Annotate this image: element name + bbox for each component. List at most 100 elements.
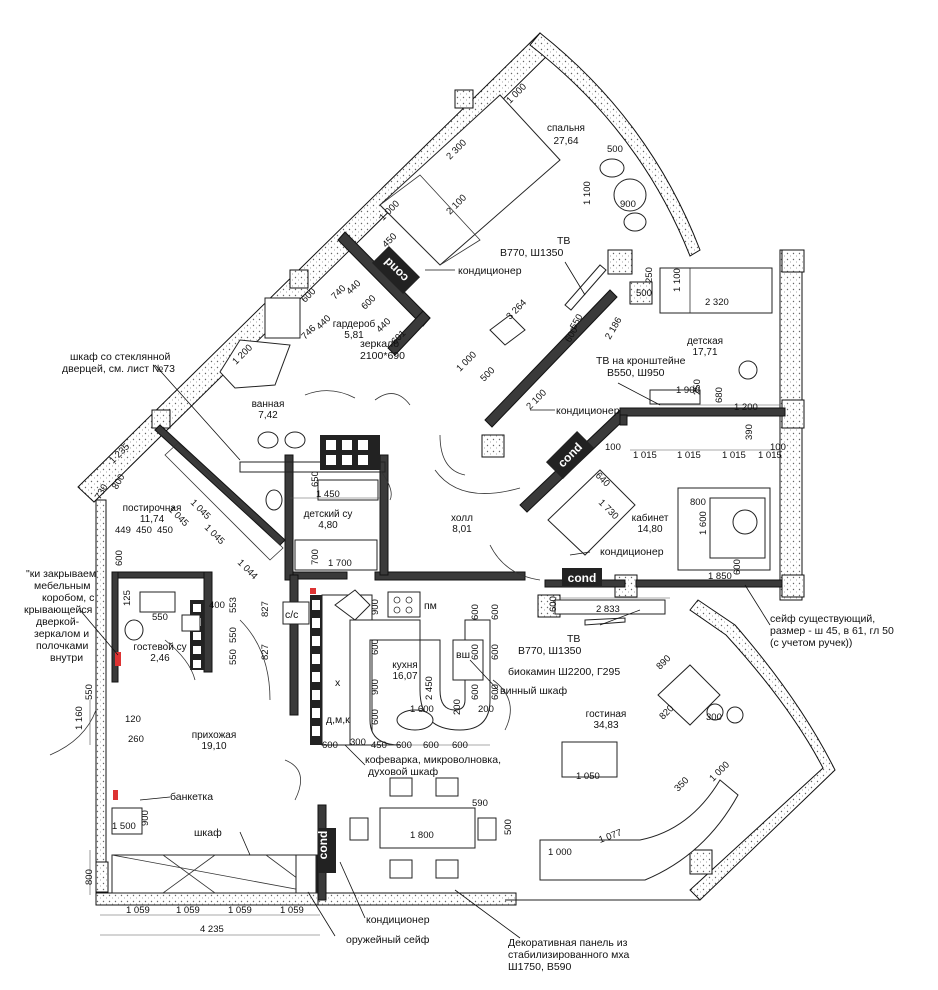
label-dims-d740: 740 [329, 283, 348, 302]
room-kidsbath-name: детский су [304, 509, 353, 520]
room-wardrobe-area: 5,81 [344, 330, 364, 341]
note-x: х [335, 677, 341, 689]
label-dims-d2100b: 2 100 [524, 388, 549, 413]
note-left-8: внутри [50, 652, 83, 664]
room-hall-name: холл [451, 513, 473, 524]
note-glass-cabinet-1: шкаф со стеклянной [70, 351, 171, 363]
label-dims-d600i: 600 [470, 604, 481, 620]
label-dims-d1044: 1 044 [235, 557, 260, 582]
room-living-area: 34,83 [593, 720, 618, 731]
label-dims-d900b: 900 [370, 599, 381, 615]
label-dims-d550b: 550 [152, 612, 168, 623]
label-dims-d100b: 100 [770, 442, 786, 453]
label-dims-d1600: 1 600 [698, 511, 709, 535]
note-tv3: ТВ [567, 633, 580, 645]
label-dims-d440: 440 [314, 313, 333, 332]
label-dims-d800a: 800 [690, 497, 706, 508]
label-dims-d450c: 450 [157, 525, 173, 536]
note-tv2: ТВ на кронштейне [596, 355, 686, 367]
label-dims-d125: 125 [122, 590, 133, 606]
note-coffee-1: кофеварка, микроволновка, [365, 754, 501, 766]
label-dims-d1015a: 1 015 [633, 450, 657, 461]
label-dims-d590: 590 [472, 798, 488, 809]
room-kitchen-name: кухня [392, 660, 417, 671]
label-dims-d100a: 100 [605, 442, 621, 453]
note-cond-2: кондиционер [556, 405, 620, 417]
label-dims-d3264: 3 264 [504, 298, 529, 323]
label-dims-d1050: 1 050 [576, 771, 600, 782]
note-left-6: зеркалом и [34, 628, 89, 640]
room-wardrobe-name: гардероб [333, 318, 376, 330]
label-dims-d890: 890 [654, 653, 673, 672]
label-dims-d900d: 900 [140, 810, 151, 826]
label-dims-d450: 450 [380, 231, 399, 250]
label-dims-d1100: 1 100 [582, 181, 593, 205]
note-left-2: мебельным [34, 580, 91, 592]
label-dims-d600f: 600 [548, 596, 559, 612]
label-dims-d600h: 600 [370, 709, 381, 725]
leader-lines [79, 261, 771, 939]
label-dims-d1045a: 1 045 [188, 497, 213, 522]
room-bath-name: ванная [252, 399, 285, 410]
label-dims-d500a: 500 [607, 144, 623, 155]
label-dims-d700: 700 [310, 549, 321, 565]
label-dims-d1059c: 1 059 [228, 905, 252, 916]
label-dims-d553: 553 [228, 597, 239, 613]
label-dims-d500b: 500 [636, 288, 652, 299]
note-cond-1: кондиционер [458, 265, 522, 277]
label-dims-d900c: 900 [370, 679, 381, 695]
door-swings [49, 390, 541, 801]
dimension-lines [89, 404, 780, 936]
label-dims-d600j: 600 [490, 604, 501, 620]
note-tv3-size: В770, Ш1350 [518, 645, 581, 657]
note-cond-4: кондиционер [366, 914, 430, 926]
label-dims-d1045c: 1 045 [202, 522, 227, 547]
room-labels: спальня 27,64 детская 17,71 гардероб 5,8… [123, 123, 723, 752]
label-dims-d600d: 600 [359, 293, 378, 312]
label-dims-d600p: 600 [423, 740, 439, 751]
label-dims-d4235: 4 235 [200, 924, 224, 935]
label-dims-d800c: 800 [84, 869, 95, 885]
label-dims-d200b: 200 [478, 704, 494, 715]
note-tv1-size: В770, Ш1350 [500, 247, 563, 259]
label-dims-d600o: 600 [396, 740, 412, 751]
room-bedroom-area: 27,64 [553, 136, 578, 147]
label-dims-d550d: 550 [228, 649, 239, 665]
label-dims-d250: 250 [644, 267, 655, 283]
room-laundry-name: постирочная [123, 503, 182, 514]
label-dims-d680: 680 [714, 387, 725, 403]
outer-walls [77, 32, 836, 906]
label-dims-d1850: 1 850 [708, 571, 732, 582]
note-left-5: дверкой- [36, 616, 80, 628]
room-laundry-area: 11,74 [140, 514, 165, 525]
label-dims-d2833: 2 833 [596, 604, 620, 615]
note-left-3: коробом, с [42, 592, 94, 604]
note-safe-1: сейф существующий, [770, 613, 875, 625]
label-dims-d2450: 2 450 [424, 676, 435, 700]
note-wine: винный шкаф [500, 685, 567, 697]
note-cs: с/с [285, 609, 298, 621]
room-entry-area: 19,10 [201, 741, 226, 752]
note-tv1: ТВ [557, 235, 570, 247]
room-living-name: гостиная [586, 709, 627, 720]
label-dims-d600e: 600 [114, 550, 125, 566]
label-dims-d550c: 550 [228, 627, 239, 643]
note-glass-cabinet-2: дверцей, см. лист №73 [62, 363, 175, 375]
label-dims-d1059d: 1 059 [280, 905, 304, 916]
label-dims-d300a: 300 [350, 737, 366, 748]
label-dims-d900a: 900 [620, 199, 636, 210]
label-dims-d550e: 550 [84, 684, 95, 700]
label-dims-d1200a: 1 200 [734, 402, 758, 413]
note-vsh: вш [456, 649, 470, 661]
note-safe-2: размер - ш 45, в 61, гл 50 [770, 625, 894, 637]
label-dims-d120: 120 [125, 714, 141, 725]
label-dims-d1800: 1 800 [410, 830, 434, 841]
label-dims-d260: 260 [128, 734, 144, 745]
label-dims-d500d: 500 [503, 819, 514, 835]
cond-tag-3: cond [568, 571, 597, 585]
room-guestbath-name: гостевой су [133, 642, 186, 653]
label-dims-d650: 650 [310, 471, 321, 487]
annotations: кондиционер ТВ В770, Ш1350 ТВ на кронште… [24, 235, 894, 973]
note-gun-safe: оружейный сейф [346, 934, 430, 946]
